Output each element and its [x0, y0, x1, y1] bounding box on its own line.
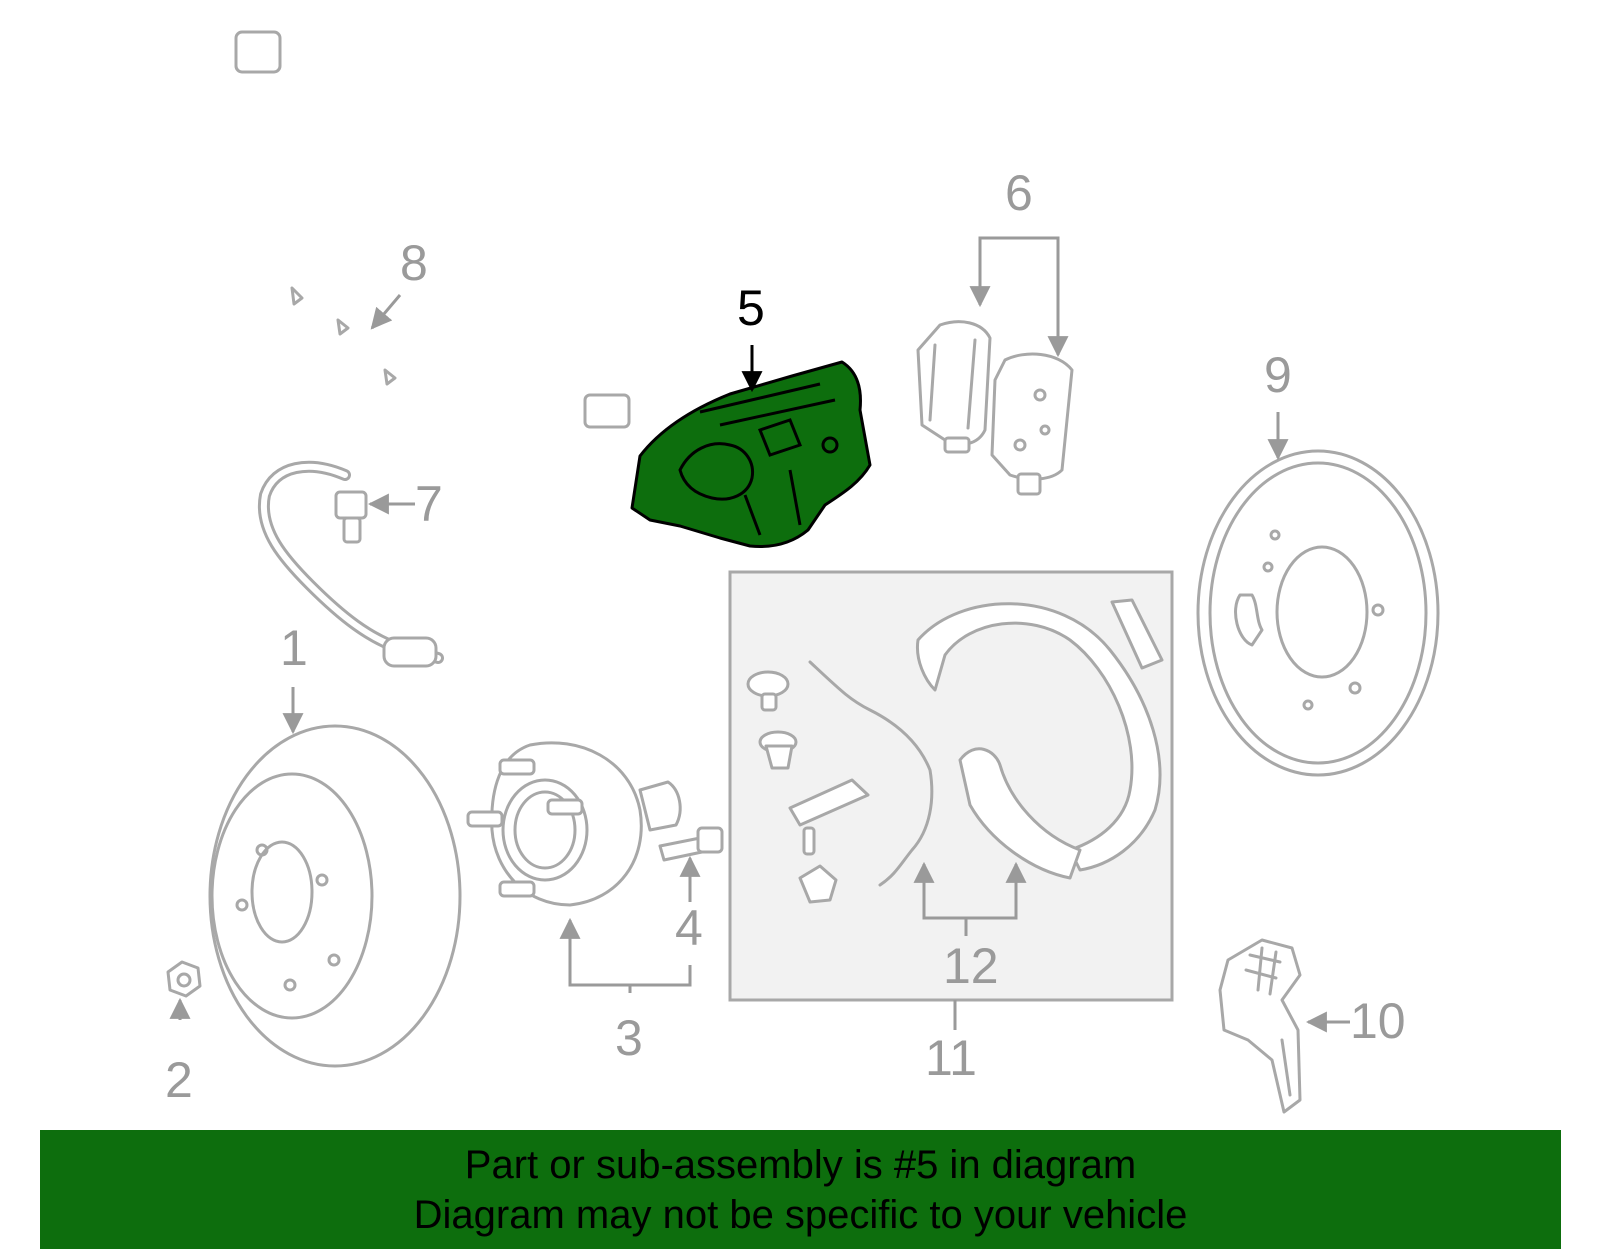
- callout-1: 1: [280, 620, 308, 676]
- callout-2: 2: [165, 1052, 193, 1108]
- part-4-bolt[interactable]: [658, 826, 724, 862]
- part-8-sensor-harness[interactable]: [234, 30, 631, 429]
- callout-9: 9: [1264, 347, 1292, 403]
- part-7-wheel-speed-sensor[interactable]: [257, 460, 444, 668]
- callout-5: 5: [737, 280, 765, 336]
- banner-line-1: Part or sub-assembly is #5 in diagram: [464, 1143, 1137, 1187]
- callout-12: 12: [943, 938, 999, 994]
- part-10-bracket[interactable]: [1218, 938, 1302, 1114]
- callout-6: 6: [1005, 165, 1033, 221]
- part-3-hub[interactable]: [466, 741, 682, 907]
- callout-10: 10: [1350, 993, 1406, 1049]
- part-1-rotor[interactable]: [208, 724, 462, 1068]
- info-banner: Part or sub-assembly is #5 in diagram Di…: [40, 1130, 1561, 1249]
- part-11-parking-brake-kit[interactable]: [728, 570, 1174, 1002]
- callout-4: 4: [675, 900, 703, 956]
- callout-7: 7: [415, 476, 443, 532]
- callout-labels: 1 2 3 4 5 6 7 8 9 10 11 12: [165, 165, 1406, 1108]
- callout-8: 8: [400, 235, 428, 291]
- banner-line-2: Diagram may not be specific to your vehi…: [413, 1193, 1188, 1237]
- callout-11: 11: [925, 1030, 977, 1086]
- part-2-nut[interactable]: [166, 960, 202, 998]
- callout-3: 3: [615, 1010, 643, 1066]
- leader-lines: [169, 236, 1350, 1033]
- part-9-backing-plate[interactable]: [1196, 449, 1440, 777]
- part-6-brake-pads[interactable]: [916, 320, 1074, 496]
- part-5-caliper[interactable]: [630, 360, 872, 549]
